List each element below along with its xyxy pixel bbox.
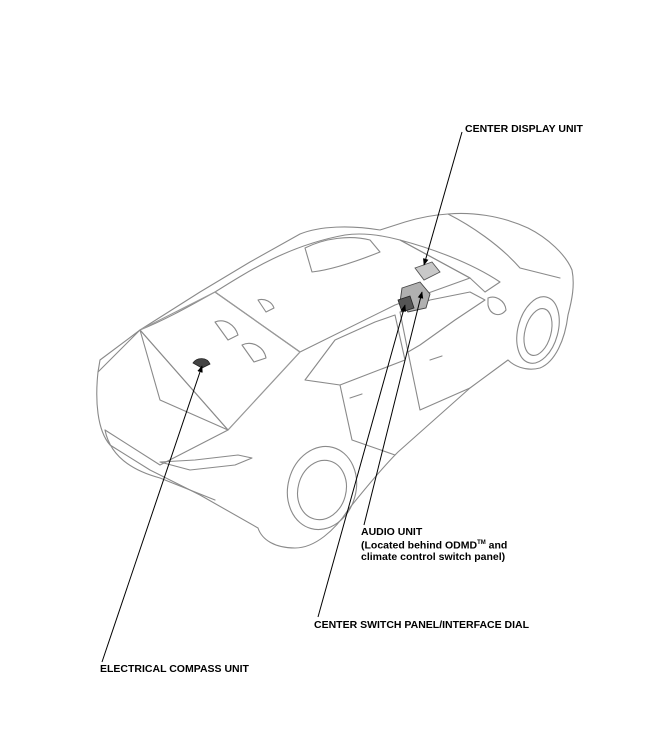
hood-line [447,213,561,279]
audio-unit-label-line2-suffix: and [485,539,508,552]
door-handle [349,393,363,399]
car-illustration [96,212,574,549]
electrical-compass-unit-label: ELECTRICAL COMPASS UNIT [100,663,249,675]
tail-light [159,454,253,471]
audio-unit-label: AUDIO UNIT (Located behind ODMDTM and cl… [361,527,507,563]
car-body-outline [96,212,574,549]
trunk-lid [97,329,229,466]
audio-unit-label-line2-prefix: (Located behind ODMD [361,539,478,552]
leader-lines [101,131,463,663]
front-wheel-inner [523,308,553,356]
interior-seat [257,298,275,313]
leader-compass [101,365,203,663]
audio-unit-label-line1: AUDIO UNIT [361,526,423,538]
leader-center-switch [317,304,407,618]
rear-bumper [104,429,216,501]
door-handle [429,355,443,361]
roof-panel [214,233,471,353]
windshield [399,239,501,293]
front-wheel [516,296,560,364]
side-mirror [487,296,507,316]
trademark-mark: TM [477,540,486,546]
audio-unit-label-line2: (Located behind ODMDTM and [361,538,507,552]
side-window-front [399,291,486,353]
rear-wheel-inner [297,459,347,521]
center-switch-panel-label: CENTER SWITCH PANEL/INTERFACE DIAL [314,619,530,631]
audio-unit-label-line3: climate control switch panel) [361,550,506,563]
electrical-compass-unit-shape [192,358,211,369]
interior-seat [241,342,267,363]
center-display-unit-label: CENTER DISPLAY UNIT [465,123,583,135]
rear-window [139,291,301,431]
interior-seat [214,320,239,341]
roof-outline [139,291,301,431]
sunroof [304,237,381,273]
leader-audio-unit [363,291,424,526]
component-markers [192,261,441,369]
door-line [407,351,471,411]
rear-wheel [286,445,358,531]
side-window-rear [304,314,406,386]
center-display-unit-shape [414,261,441,281]
door-line [339,384,396,456]
leader-center-display [423,131,463,266]
